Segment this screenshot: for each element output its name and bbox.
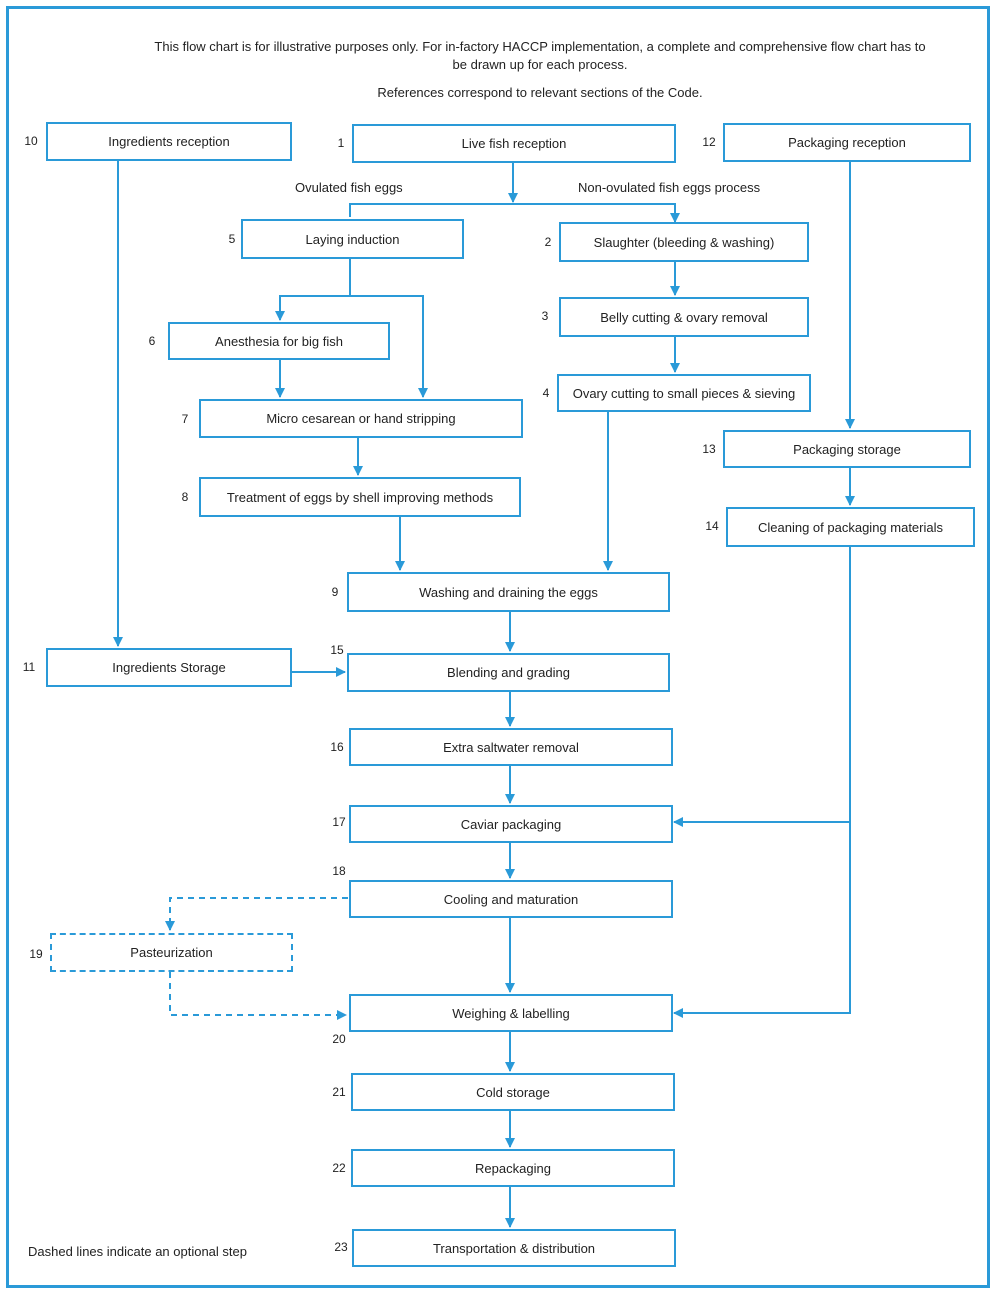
step-number-11: 11 bbox=[22, 660, 36, 674]
step-number-14: 14 bbox=[705, 519, 719, 533]
step-repackaging: Repackaging bbox=[351, 1149, 675, 1187]
step-label: Caviar packaging bbox=[460, 816, 562, 832]
step-number-6: 6 bbox=[148, 334, 156, 348]
step-number-4: 4 bbox=[542, 386, 550, 400]
step-number-5: 5 bbox=[228, 232, 236, 246]
step-number-8: 8 bbox=[181, 490, 189, 504]
step-number-21: 21 bbox=[332, 1085, 346, 1099]
step-pasteurization-optional: Pasteurization bbox=[50, 933, 293, 972]
step-label: Weighing & labelling bbox=[452, 1005, 570, 1021]
step-label: Belly cutting & ovary removal bbox=[600, 309, 768, 325]
step-label: Micro cesarean or hand stripping bbox=[266, 411, 456, 426]
diagram-frame bbox=[6, 6, 990, 1288]
step-weighing-labelling: Weighing & labelling bbox=[349, 994, 673, 1032]
step-ovary-cutting: Ovary cutting to small pieces & sieving bbox=[557, 374, 811, 412]
step-number-9: 9 bbox=[331, 585, 339, 599]
step-number-1: 1 bbox=[337, 136, 345, 150]
step-number-22: 22 bbox=[332, 1161, 346, 1175]
optional-step-footnote: Dashed lines indicate an optional step bbox=[28, 1244, 247, 1259]
step-number-13: 13 bbox=[702, 442, 716, 456]
step-label: Blending and grading bbox=[447, 665, 570, 680]
step-number-17: 17 bbox=[332, 815, 346, 829]
step-label: Ingredients Storage bbox=[112, 660, 226, 675]
step-slaughter: Slaughter (bleeding & washing) bbox=[559, 222, 809, 262]
header-note: This flow chart is for illustrative purp… bbox=[150, 38, 930, 102]
step-number-10: 10 bbox=[24, 134, 38, 148]
step-label: Packaging reception bbox=[788, 135, 906, 150]
branch-label-ovulated: Ovulated fish eggs bbox=[295, 180, 403, 195]
step-label: Cleaning of packaging materials bbox=[758, 519, 943, 535]
step-label: Laying induction bbox=[305, 231, 400, 247]
step-number-12: 12 bbox=[702, 135, 716, 149]
step-label: Cold storage bbox=[476, 1084, 550, 1100]
step-label: Repackaging bbox=[475, 1160, 551, 1176]
step-label: Transportation & distribution bbox=[432, 1240, 596, 1256]
step-number-7: 7 bbox=[181, 412, 189, 426]
step-number-2: 2 bbox=[544, 235, 552, 249]
step-anesthesia: Anesthesia for big fish bbox=[168, 322, 390, 360]
step-live-fish-reception: Live fish reception bbox=[352, 124, 676, 163]
step-number-20: 20 bbox=[332, 1032, 346, 1046]
step-label: Packaging storage bbox=[793, 441, 901, 457]
step-cleaning-packaging: Cleaning of packaging materials bbox=[726, 507, 975, 547]
step-label: Treatment of eggs by shell improving met… bbox=[226, 489, 494, 505]
step-number-18: 18 bbox=[332, 864, 346, 878]
step-number-3: 3 bbox=[541, 309, 549, 323]
header-references: References correspond to relevant sectio… bbox=[377, 85, 703, 100]
step-label: Washing and draining the eggs bbox=[419, 584, 598, 600]
step-caviar-packaging: Caviar packaging bbox=[349, 805, 673, 843]
step-cold-storage: Cold storage bbox=[351, 1073, 675, 1111]
step-laying-induction: Laying induction bbox=[241, 219, 464, 259]
step-label: Ovary cutting to small pieces & sieving bbox=[572, 385, 796, 401]
step-label: Ingredients reception bbox=[108, 134, 230, 149]
step-micro-cesarean: Micro cesarean or hand stripping bbox=[199, 399, 523, 438]
step-label: Slaughter (bleeding & washing) bbox=[593, 234, 775, 250]
step-extra-saltwater-removal: Extra saltwater removal bbox=[349, 728, 673, 766]
step-belly-cutting: Belly cutting & ovary removal bbox=[559, 297, 809, 337]
step-number-19: 19 bbox=[29, 947, 43, 961]
step-label: Live fish reception bbox=[461, 136, 567, 151]
header-disclaimer: This flow chart is for illustrative purp… bbox=[154, 39, 926, 72]
step-label: Extra saltwater removal bbox=[443, 739, 579, 755]
step-packaging-storage: Packaging storage bbox=[723, 430, 971, 468]
step-label: Pasteurization bbox=[130, 945, 213, 960]
step-number-16: 16 bbox=[330, 740, 344, 754]
step-cooling-maturation: Cooling and maturation bbox=[349, 880, 673, 918]
step-transportation-distribution: Transportation & distribution bbox=[352, 1229, 676, 1267]
step-ingredients-storage: Ingredients Storage bbox=[46, 648, 292, 687]
step-label: Cooling and maturation bbox=[443, 891, 579, 907]
step-ingredients-reception: Ingredients reception bbox=[46, 122, 292, 161]
step-number-23: 23 bbox=[334, 1240, 348, 1254]
branch-label-non-ovulated: Non-ovulated fish eggs process bbox=[578, 180, 761, 195]
step-packaging-reception: Packaging reception bbox=[723, 123, 971, 162]
step-blending-grading: Blending and grading bbox=[347, 653, 670, 692]
step-label: Anesthesia for big fish bbox=[215, 333, 343, 349]
step-number-15: 15 bbox=[330, 643, 344, 657]
step-treatment-of-eggs: Treatment of eggs by shell improving met… bbox=[199, 477, 521, 517]
step-washing-draining: Washing and draining the eggs bbox=[347, 572, 670, 612]
